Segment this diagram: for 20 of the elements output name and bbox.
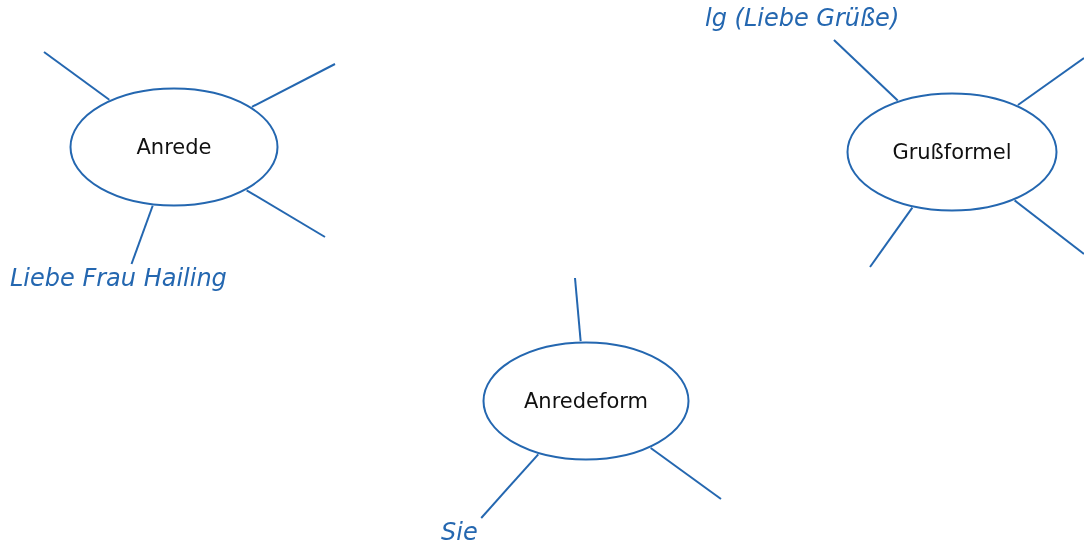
spoke-line [869,206,914,268]
topic-label: Anrede [136,135,212,159]
spoke-line [1016,57,1084,107]
connector-line [832,39,899,102]
connector-line [480,453,540,519]
topic-ellipse [482,341,690,461]
topic-ellipse [69,87,279,207]
spoke-line [250,63,336,108]
topic-ellipse [846,92,1058,212]
spoke-line [1013,199,1084,255]
connector-line [130,204,154,265]
handwritten-note: Liebe Frau Hailing [10,264,227,293]
handwritten-note: Sie [441,518,478,547]
spoke-line [43,51,111,101]
handwritten-note: lg (Liebe Grüße) [705,4,900,33]
spoke-line [574,277,582,343]
spoke-line [649,446,722,500]
topic-label: Grußformel [892,140,1012,164]
topic-label: Anredeform [524,389,648,413]
spoke-line [245,189,326,238]
